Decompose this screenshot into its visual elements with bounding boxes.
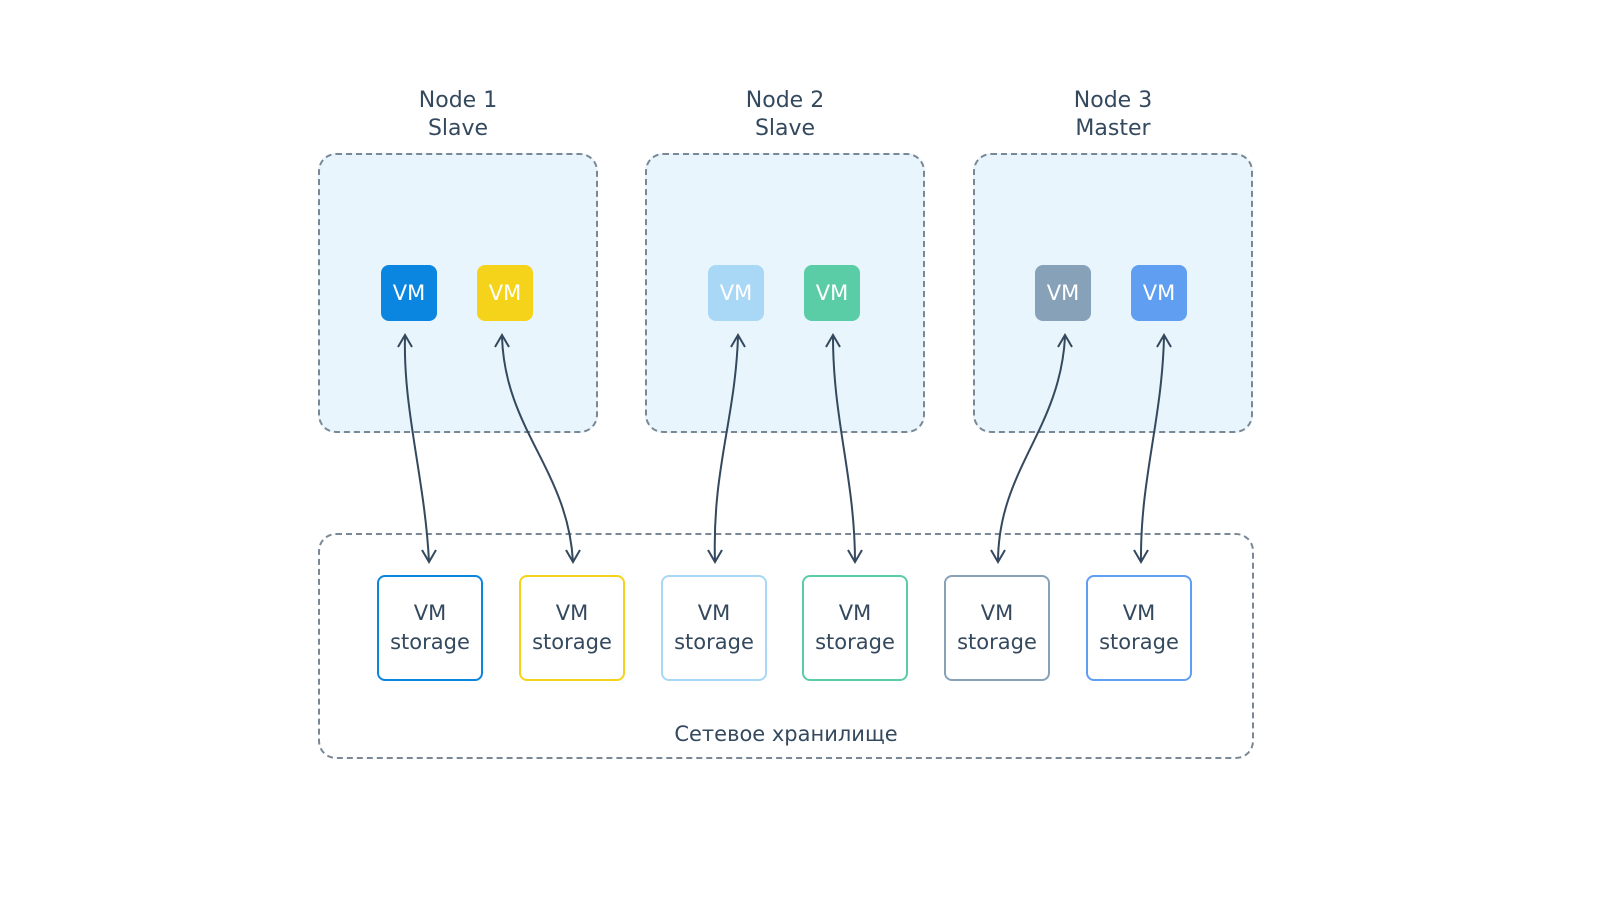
vm-chip-4[interactable]: VM	[804, 265, 860, 321]
vm-storage-1-line2: storage	[390, 630, 470, 654]
vm-chip-6[interactable]: VM	[1131, 265, 1187, 321]
network-storage-label: Сетевое хранилище	[674, 722, 898, 746]
vm-chip-2[interactable]: VM	[477, 265, 533, 321]
node-1-label: Node 1 Slave	[318, 87, 598, 143]
vm-chip-1[interactable]: VM	[381, 265, 437, 321]
node-1-box	[318, 153, 598, 433]
node-3-label: Node 3 Master	[973, 87, 1253, 143]
node-2-box	[645, 153, 925, 433]
vm-storage-4[interactable]: VM storage	[802, 575, 908, 681]
vm-chip-5[interactable]: VM	[1035, 265, 1091, 321]
vm-storage-5-line1: VM	[980, 601, 1014, 625]
vm-storage-4-line2: storage	[815, 630, 895, 654]
vm-storage-2-line1: VM	[555, 601, 589, 625]
vm-storage-6-line2: storage	[1099, 630, 1179, 654]
vm-storage-4-line1: VM	[838, 601, 872, 625]
vm-storage-2[interactable]: VM storage	[519, 575, 625, 681]
node-2-name: Node 2	[745, 88, 825, 113]
node-2-role: Slave	[754, 116, 816, 141]
vm-storage-3-line1: VM	[697, 601, 731, 625]
node-3-role: Master	[1075, 116, 1151, 141]
vm-storage-2-line2: storage	[532, 630, 612, 654]
node-2-label: Node 2 Slave	[645, 87, 925, 143]
node-3-name: Node 3	[1073, 88, 1153, 113]
vm-storage-5[interactable]: VM storage	[944, 575, 1050, 681]
node-3-box	[973, 153, 1253, 433]
vm-storage-5-line2: storage	[957, 630, 1037, 654]
vm-chip-3[interactable]: VM	[708, 265, 764, 321]
vm-storage-3[interactable]: VM storage	[661, 575, 767, 681]
vm-storage-3-line2: storage	[674, 630, 754, 654]
node-1-name: Node 1	[418, 88, 498, 113]
vm-storage-6-line1: VM	[1122, 601, 1156, 625]
network-storage-area	[318, 533, 1254, 759]
vm-storage-1[interactable]: VM storage	[377, 575, 483, 681]
node-1-role: Slave	[427, 116, 489, 141]
vm-storage-6[interactable]: VM storage	[1086, 575, 1192, 681]
vm-storage-1-line1: VM	[413, 601, 447, 625]
